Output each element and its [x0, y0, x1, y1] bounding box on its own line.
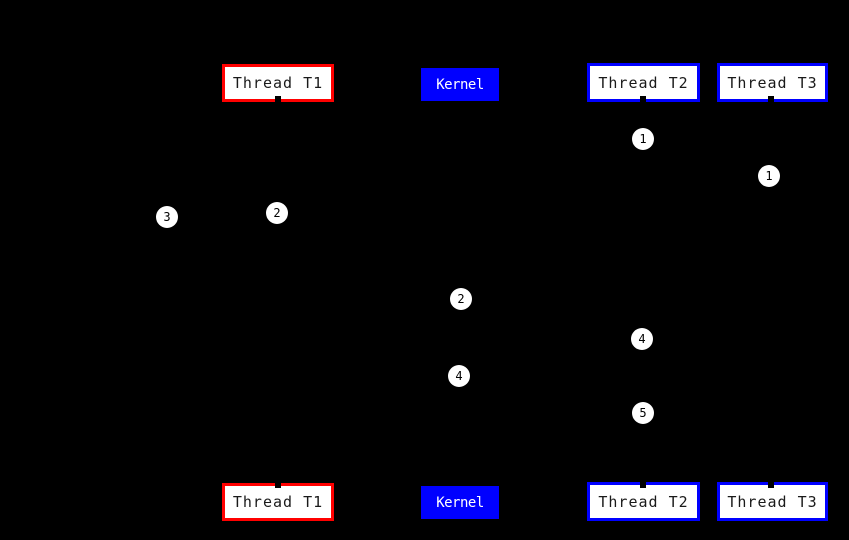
- entity-label-thread-t3: Thread T3: [727, 73, 818, 92]
- sequence-marker-2-on-t1: 2: [266, 202, 288, 224]
- entity-label-thread-t3: Thread T3: [727, 492, 818, 511]
- entity-label-kernel: Kernel: [436, 76, 484, 93]
- sequence-marker-2-on-kernel: 2: [450, 288, 472, 310]
- entity-box-thread-t1-bottom: Thread T1: [222, 483, 334, 521]
- sequence-marker-3-left: 3: [156, 206, 178, 228]
- entity-label-thread-t1: Thread T1: [232, 493, 324, 511]
- lifeline-notch-t3-bottom: [768, 479, 774, 488]
- entity-box-kernel-bottom: Kernel: [421, 486, 499, 519]
- entity-label-thread-t2: Thread T2: [598, 73, 689, 92]
- lifeline-notch-t2-top: [640, 96, 646, 105]
- lifeline-notch-t1-bottom: [275, 479, 281, 488]
- entity-box-thread-t3-top: Thread T3: [717, 63, 828, 102]
- marker-number: 4: [455, 369, 463, 383]
- sequence-marker-1-on-t2: 1: [632, 128, 654, 150]
- lifeline-notch-t2-bottom: [640, 479, 646, 488]
- entity-label-thread-t2: Thread T2: [598, 492, 689, 511]
- entity-box-kernel-top: Kernel: [421, 68, 499, 101]
- lifeline-notch-t1-top: [275, 96, 281, 105]
- sequence-marker-4-on-t2: 4: [631, 328, 653, 350]
- entity-label-kernel: Kernel: [436, 494, 484, 511]
- marker-number: 1: [639, 132, 647, 146]
- entity-box-thread-t1-top: Thread T1: [222, 64, 334, 102]
- sequence-marker-5-on-t2: 5: [632, 402, 654, 424]
- marker-number: 4: [638, 332, 646, 346]
- marker-number: 2: [457, 292, 465, 306]
- marker-number: 2: [273, 206, 281, 220]
- entity-box-thread-t3-bottom: Thread T3: [717, 482, 828, 521]
- marker-number: 3: [163, 210, 171, 224]
- entity-label-thread-t1: Thread T1: [232, 74, 324, 92]
- marker-number: 5: [639, 406, 647, 420]
- lifeline-notch-t3-top: [768, 96, 774, 105]
- sequence-marker-1-on-t3: 1: [758, 165, 780, 187]
- marker-number: 1: [765, 169, 773, 183]
- sequence-marker-4-on-kernel: 4: [448, 365, 470, 387]
